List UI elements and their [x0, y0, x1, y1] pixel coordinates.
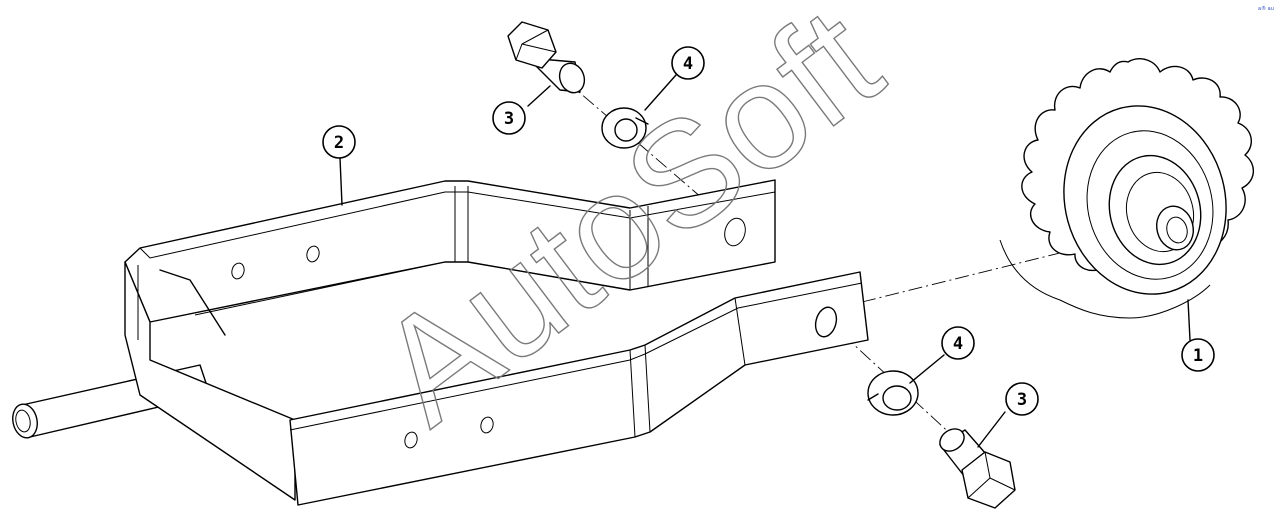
callout-3-top: 3: [492, 101, 526, 135]
corner-mark: a® au: [1258, 5, 1274, 12]
callout-3-bottom: 3: [1005, 382, 1039, 416]
callout-1: 1: [1181, 338, 1215, 372]
washer-top: [601, 107, 649, 149]
sprocket: [999, 58, 1254, 319]
bolt-top: [507, 21, 586, 94]
callout-4-top: 4: [671, 46, 705, 80]
washer-bottom: [867, 370, 919, 416]
frame: [124, 179, 869, 506]
callout-4-bottom: 4: [941, 326, 975, 360]
callout-3-top-label: 3: [504, 109, 514, 129]
callout-2-label: 2: [334, 133, 344, 153]
bolt-bottom: [939, 428, 1016, 509]
leader-lines: [339, 74, 1191, 448]
callout-2: 2: [322, 125, 356, 159]
callout-1-label: 1: [1193, 346, 1203, 366]
callout-4-bottom-label: 4: [953, 334, 963, 354]
callout-4-top-label: 4: [683, 54, 693, 74]
callout-3-bottom-label: 3: [1017, 390, 1027, 410]
